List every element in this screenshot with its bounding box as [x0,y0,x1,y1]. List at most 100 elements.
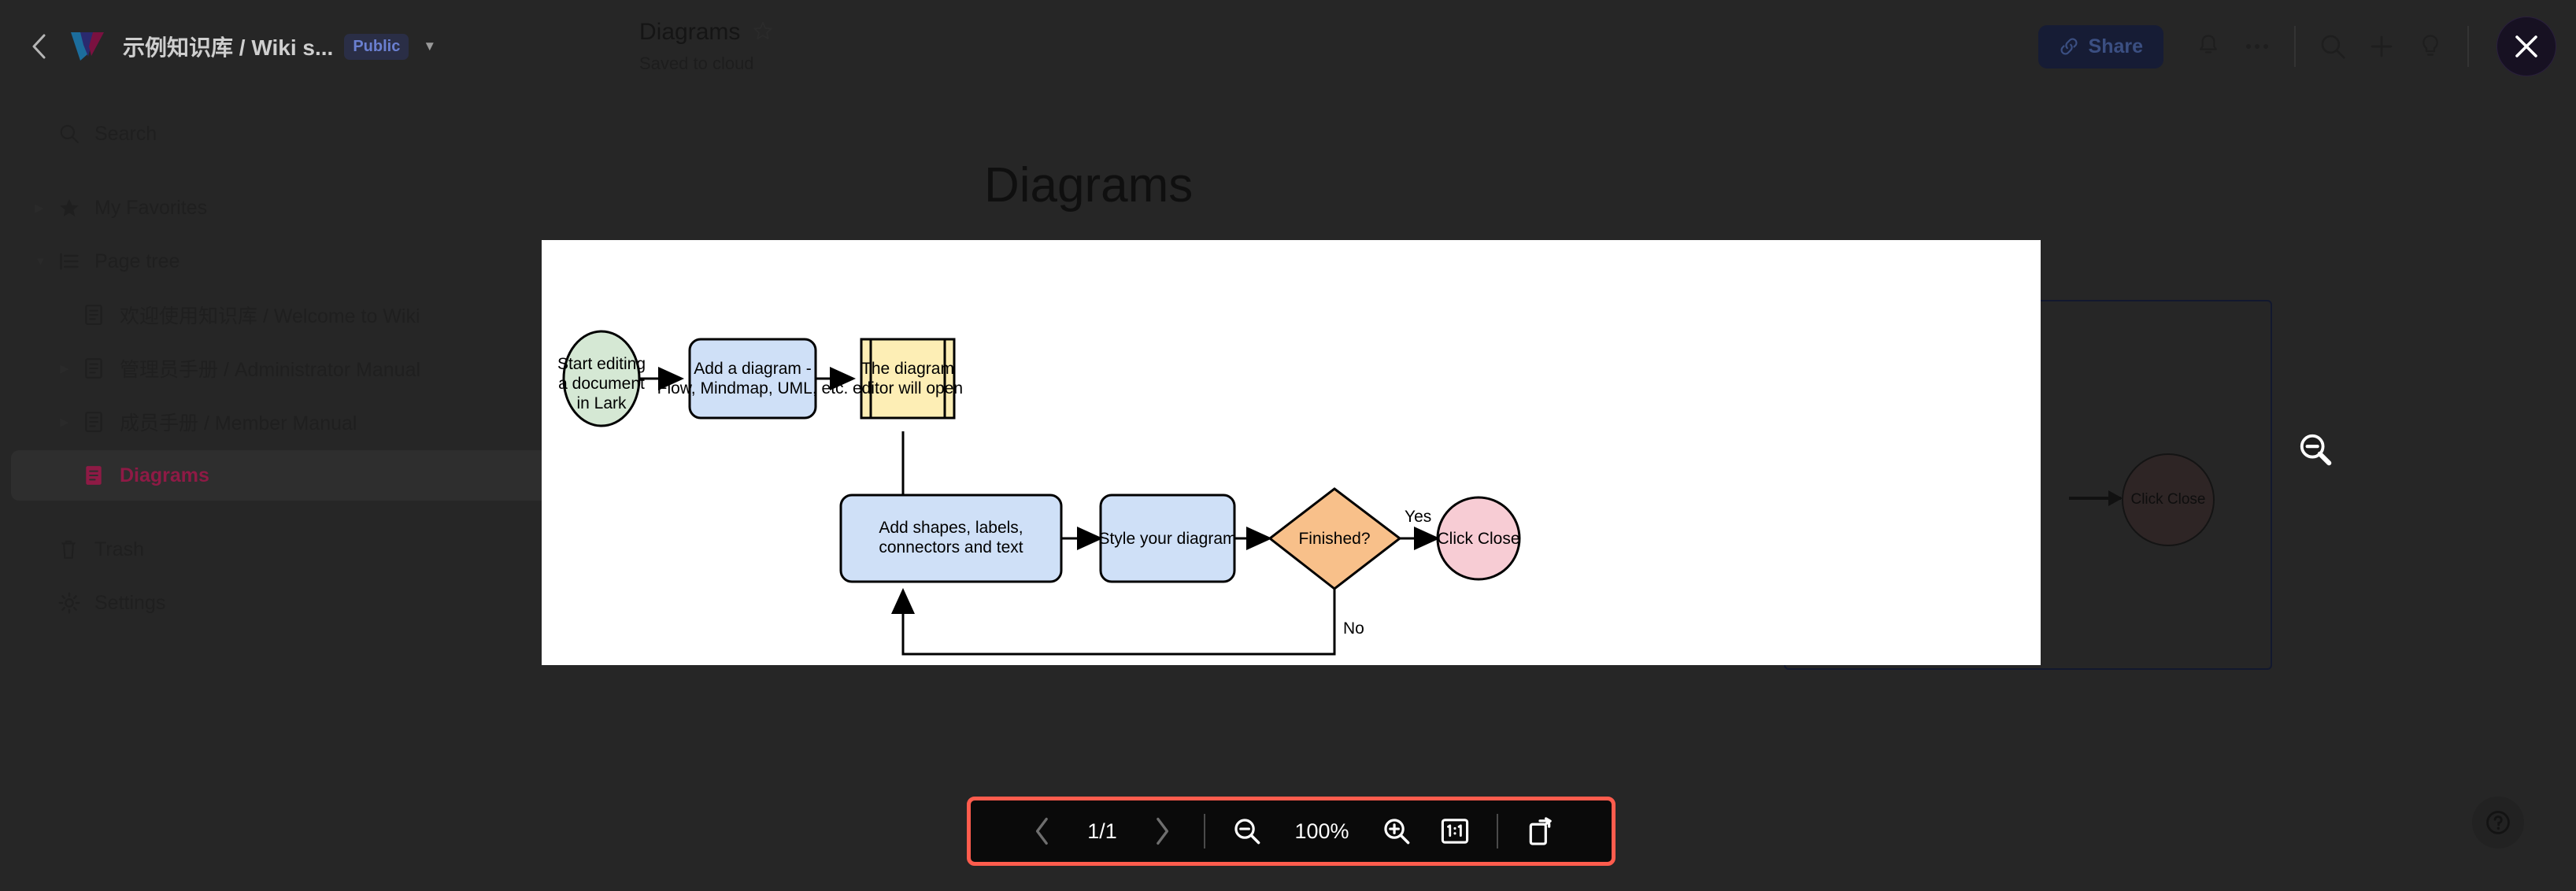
visibility-badge: Public [344,33,409,60]
node-editor-line-2: editor will open [853,379,963,397]
help-button[interactable] [2472,797,2524,848]
node-close-label: Click Close [1437,530,1519,548]
lark-wiki-logo [69,31,105,62]
node-start-line-1: Start editing [557,355,646,373]
chevron-left-icon [1035,817,1048,845]
gear-icon [58,592,94,614]
zoom-out-icon [1234,819,1260,845]
sidebar-spacer-2 [0,504,622,521]
node-style-your-diagram[interactable]: Style your diagram [1098,494,1237,583]
node-add-a-diagram[interactable]: Add a diagram - Flow, Mindmap, UML, etc. [657,338,849,420]
zoom-level: 100% [1294,819,1349,843]
notifications-button[interactable] [2184,22,2233,71]
sidebar-item-search[interactable]: Search [11,109,611,159]
chevron-left-icon [32,34,46,59]
sidebar-item-label: Diagrams [120,464,209,486]
search-icon [2321,35,2345,59]
preview-toolbar: 1/1 100% [967,797,1616,866]
doc-icon [83,357,120,379]
next-page-button[interactable] [1133,802,1191,860]
back-button[interactable] [22,29,57,64]
top-bar-actions: Share [2037,0,2576,93]
toolbar-divider-2 [2467,26,2469,67]
sidebar-item-label: Settings [94,591,166,614]
sidebar-item-page-tree[interactable]: ▼ Page tree [11,236,611,287]
link-icon [2060,38,2078,55]
reset-rotate-button[interactable] [1511,802,1569,860]
close-preview-button[interactable] [2497,17,2556,76]
sidebar-item-my-favorites[interactable]: ▶ My Favorites [11,183,611,233]
tree-icon [58,250,94,272]
bell-icon [2200,35,2217,54]
node-start-editing[interactable]: Start editing a document in Lark [557,330,646,427]
zoom-out-cursor-icon [2297,431,2334,468]
node-start-line-2: a document [558,375,645,393]
sidebar-twisty[interactable]: ▶ [60,416,69,429]
sidebar-item-settings[interactable]: Settings [11,578,611,628]
add-button[interactable] [2357,22,2406,71]
flowchart-canvas[interactable]: Yes No Start editing a document in Lark … [542,240,2041,665]
node-editor-line-1: The diagram [861,360,954,378]
actual-size-button[interactable] [1426,802,1484,860]
node-diagram-editor-will-open[interactable]: The diagram editor will open [853,338,963,420]
node-add-shapes-labels[interactable]: Add shapes, labels, connectors and text [839,494,1063,583]
chevron-right-icon [1157,817,1169,845]
node-style-line-1: Style your diagram [1098,530,1236,548]
zoom-in-button[interactable] [1368,802,1426,860]
sidebar-twisty[interactable]: ▶ [60,362,69,375]
chevron-down-icon[interactable]: ▼ [423,39,437,54]
refresh-page-icon [1529,817,1552,845]
edge-finished-yes-to-close: Yes [1400,508,1440,550]
zoom-out-button[interactable] [1218,802,1276,860]
doc-icon [83,411,120,433]
node-start-line-3: in Lark [576,394,627,412]
trash-icon [58,538,94,560]
star-icon [58,197,94,219]
page-title: Diagrams [639,19,741,45]
question-mark-icon [2486,811,2510,834]
sidebar-item-label: 成员手册 / Member Manual [120,412,357,434]
sidebar-item-label: 欢迎使用知识库 / Welcome to Wiki [120,305,420,327]
node-click-close[interactable]: Click Close [1436,496,1521,581]
sidebar-twisty[interactable]: ▼ [35,254,46,268]
doc-icon [83,304,120,326]
toolbar-separator-1 [1204,814,1205,848]
search-icon [58,123,94,145]
tips-button[interactable] [2406,22,2455,71]
one-to-one-icon [1441,819,1469,844]
close-icon [2515,35,2537,57]
doc-icon [83,464,120,486]
plus-icon [2371,35,2393,57]
wiki-breadcrumb-title[interactable]: 示例知识库 / Wiki s... [123,35,334,60]
node-finished-decision[interactable]: Finished? [1268,487,1402,590]
sidebar-item-welcome-to-wiki[interactable]: 欢迎使用知识库 / Welcome to Wiki [11,290,611,340]
background-node-click-close: Click Close [2122,453,2215,546]
document-diagram-block[interactable]: Click Close [1784,300,2272,670]
node-finished-label: Finished? [1298,530,1370,548]
sidebar-twisty[interactable]: ▶ [35,201,44,215]
sidebar-item-label: Search [94,122,157,145]
node-shapes-line-2: connectors and text [879,538,1023,556]
sidebar-item-administrator-manual[interactable]: ▶ 管理员手册 / Administrator Manual [11,343,611,394]
sidebar-item-trash[interactable]: Trash [11,524,611,575]
ellipsis-icon [2246,44,2268,49]
edge-finished-no-to-shapes: No [891,588,1364,656]
toolbar-separator-2 [1497,814,1498,848]
sidebar-item-diagrams[interactable]: Diagrams [11,450,611,501]
edge-label-no: No [1343,619,1364,638]
previous-page-button[interactable] [1013,802,1071,860]
share-button[interactable]: Share [2037,24,2163,68]
more-options-button[interactable] [2233,22,2282,71]
top-bar-left: 示例知识库 / Wiki s... Public ▼ [0,0,622,93]
node-add-line-1: Add a diagram - [694,360,811,378]
share-label: Share [2088,35,2143,57]
lightbulb-icon [2422,35,2438,56]
node-add-line-2: Flow, Mindmap, UML, etc. [657,379,849,397]
top-bar: 示例知识库 / Wiki s... Public ▼ Diagrams Save… [0,0,2576,93]
sidebar-item-member-manual[interactable]: ▶ 成员手册 / Member Manual [11,397,611,447]
zoom-in-icon [1384,819,1410,845]
sidebar-item-label: Trash [94,538,144,560]
star-icon[interactable] [753,20,773,44]
search-button[interactable] [2308,22,2357,71]
